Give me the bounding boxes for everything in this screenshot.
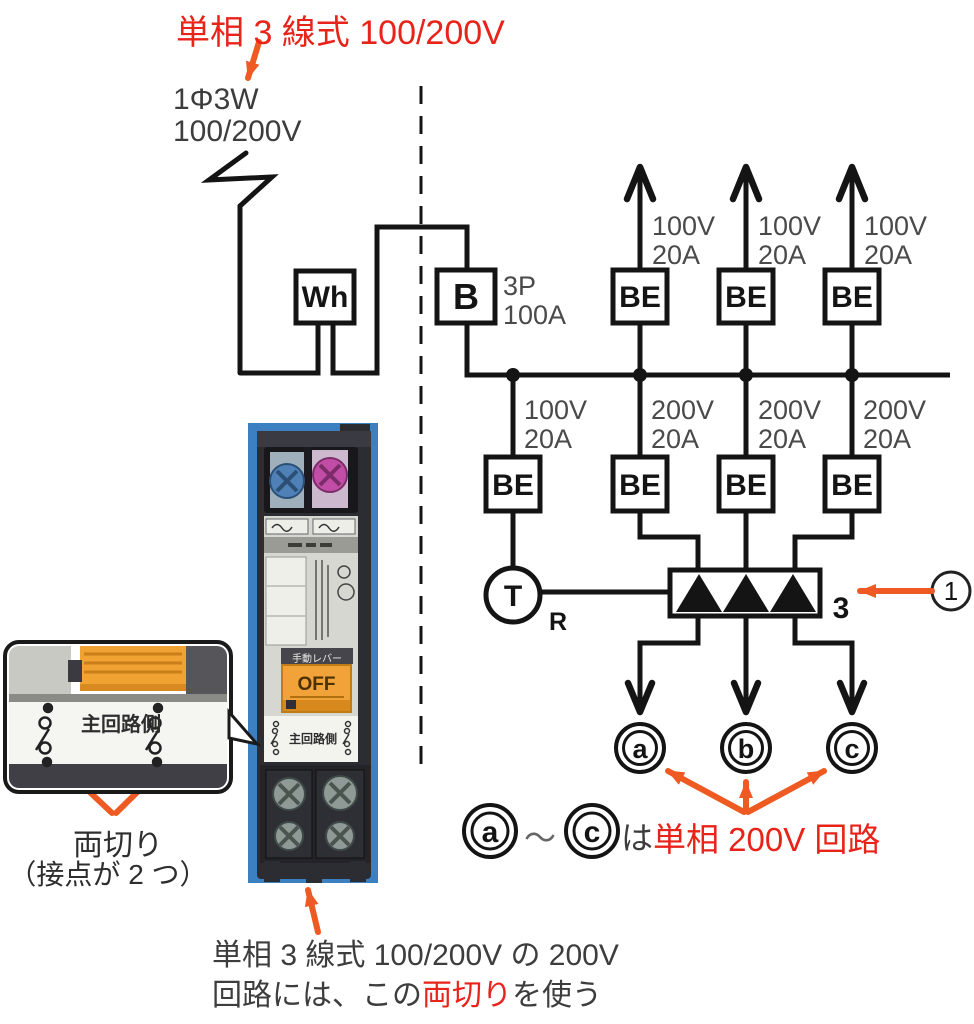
legend-tilde: ～: [523, 820, 556, 856]
contact-symbol-right: [144, 702, 164, 768]
be-breaker-box: [822, 267, 882, 326]
wire-meter-to-breaker: [330, 224, 470, 376]
meter-label: Wh: [302, 281, 349, 314]
down-arrow-icon: [836, 679, 868, 716]
be-breaker-box: [610, 454, 670, 514]
be-breaker-box: [716, 454, 776, 514]
be-label: BE: [619, 281, 661, 314]
legend-letter-a: a: [482, 816, 499, 849]
breaker-rating: 100A: [503, 300, 567, 330]
note-line1: 単相 3 線式 100/200V の 200V: [212, 939, 619, 972]
title-arrow: [245, 39, 262, 81]
circuit-b-letter: b: [738, 734, 755, 764]
breaker-photo: [248, 423, 378, 883]
source-line1: 1Φ3W: [173, 83, 259, 116]
lever-label-strip: [281, 648, 353, 664]
output-circles: a b c: [614, 722, 878, 774]
circuit-a-inner: [622, 730, 658, 766]
be-breaker-box: [822, 454, 882, 514]
main-breaker-spec: 3P 100A: [503, 272, 566, 330]
down-arrow-icon: [624, 679, 656, 716]
legend-arrow-c: [745, 768, 827, 815]
inset-panel-text: 主回路側: [81, 714, 161, 736]
inset-zoom-box: [3, 640, 262, 794]
be-label: BE: [725, 281, 767, 314]
down-arrow-icon: [730, 679, 762, 716]
be-breaker-box: [483, 454, 543, 514]
be-breaker-box: [610, 267, 670, 326]
note-highlight: 両切り: [422, 979, 512, 1012]
wire-be-to-contactor-3: [792, 511, 855, 570]
inset-callout-pointer: [227, 708, 262, 747]
contactor-pole-icon: [770, 574, 816, 612]
note-line2: 回路には、この両切りを使う: [212, 979, 602, 1012]
legend-highlight: 単相 200V 回路: [653, 821, 881, 858]
legend-letter-c: c: [584, 816, 601, 849]
source-line2: 100/200V: [173, 115, 302, 148]
breaker-label: B: [453, 276, 479, 317]
circuit-c-letter: c: [844, 734, 859, 764]
main-circuit-label-strip: [264, 716, 358, 762]
junction-dot: [633, 368, 647, 382]
circuit-b-inner: [728, 730, 764, 766]
wires: [240, 172, 950, 708]
timer-circle: [483, 565, 543, 625]
callout-1-number: 1: [944, 576, 958, 606]
contactor-pole-icon: [676, 574, 722, 612]
contact-symbol-left: [34, 702, 54, 768]
wire-meter-left: [240, 323, 321, 376]
service-drop-symbol: [200, 150, 279, 376]
up-arrow-icon: [835, 163, 869, 203]
junction-dot: [739, 368, 753, 382]
wire-output-a: [637, 616, 701, 708]
junction-dot: [845, 368, 859, 382]
source-label: 1Φ3W 100/200V: [173, 84, 301, 148]
inset-caption-1: 両切り: [73, 829, 163, 862]
legend-arrow-a: [665, 768, 747, 815]
page-title: 単相 3 線式 100/200V: [176, 14, 505, 52]
contactor-pole-icon: [723, 574, 769, 612]
bus-line: [464, 323, 950, 378]
circuit-c-inner: [834, 730, 870, 766]
bottom-note: 単相 3 線式 100/200V の 200V 回路には、この両切りを使う: [212, 936, 619, 1016]
inset-caption-2: （接点が 2 つ）: [8, 859, 208, 890]
photo-arrow: [304, 887, 321, 935]
circuit-a-letter: a: [632, 734, 648, 764]
wire-be-to-contactor-1: [637, 511, 701, 570]
watt-hour-meter-box: [293, 268, 357, 326]
be-label: BE: [492, 469, 534, 502]
breaker-pole: 3P: [503, 271, 537, 301]
up-arrow-icon: [623, 163, 657, 203]
main-breaker-box: [434, 267, 498, 326]
legend-particle: は: [621, 820, 654, 856]
contactor-pole-count: 3: [833, 592, 850, 625]
be-label: BE: [831, 281, 873, 314]
junction-dot: [506, 368, 520, 382]
be-label: BE: [619, 469, 661, 502]
timer-label: T: [504, 580, 522, 613]
photo-lever-label: 手動レバー: [292, 654, 342, 665]
be-label: BE: [831, 469, 873, 502]
up-arrow-icon: [729, 163, 763, 203]
photo-panel-text: 主回路側: [288, 732, 337, 746]
be-breaker-box: [716, 267, 776, 326]
timer-subscript: R: [549, 608, 567, 636]
photo-switch-state: OFF: [297, 674, 336, 695]
be-label: BE: [725, 469, 767, 502]
legend-circle-a-inner: [470, 811, 510, 851]
wire-output-c: [792, 616, 855, 708]
legend-circle-c-inner: [572, 811, 612, 851]
